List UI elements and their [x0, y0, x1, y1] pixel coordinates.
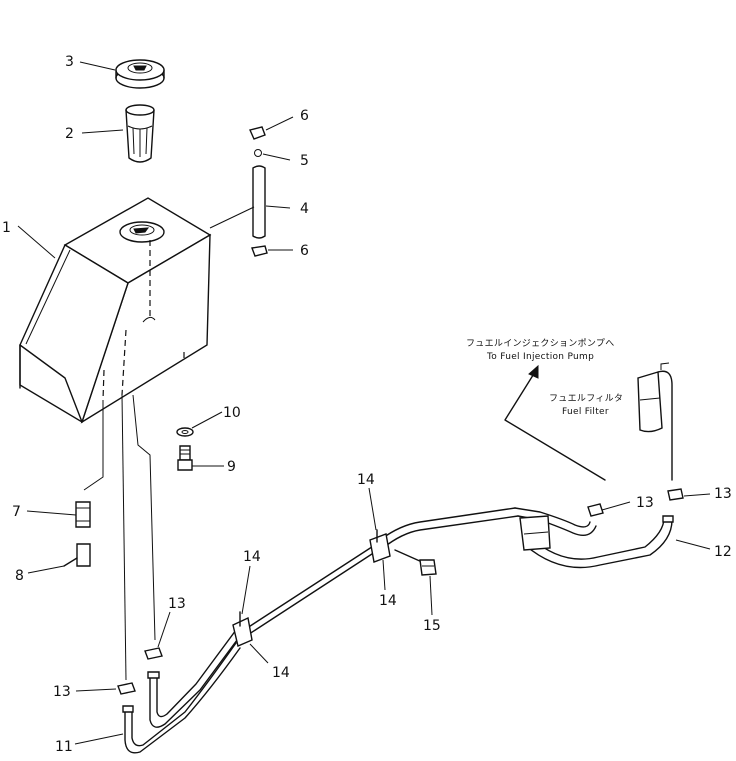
- callout-1: 1: [2, 220, 11, 236]
- fuel-hose-feed: [147, 629, 241, 728]
- injection-pump-label-en: To Fuel Injection Pump: [486, 352, 594, 362]
- injection-pump-hose: [514, 507, 597, 551]
- tank-outlet-lines: [83, 394, 156, 681]
- callout-13-upper-middle: 13: [636, 495, 654, 511]
- fuel-tank-cap: [115, 59, 165, 89]
- callout-leaders: [17, 61, 711, 745]
- main-fuel-pipe: [239, 507, 519, 641]
- connector-fitting: [75, 501, 91, 528]
- pipe-clip-upper: [369, 529, 391, 563]
- drain-bolt: [177, 445, 193, 471]
- drain-washer: [176, 427, 194, 437]
- hose-clamp-upper-middle: [587, 503, 604, 517]
- to-injection-pump-arrow: [504, 364, 606, 481]
- callout-12: 12: [714, 544, 732, 560]
- fuel-filter-label-en: Fuel Filter: [562, 407, 609, 417]
- callout-13-upper-right: 13: [714, 486, 732, 502]
- hose-clamp-upper-right: [667, 488, 684, 501]
- callout-14-lower: 14: [243, 549, 261, 565]
- callout-3: 3: [65, 54, 74, 70]
- callout-13-mid-left: 13: [168, 596, 186, 612]
- annotation-injection-pump: フュエルインジェクションポンプへ To Fuel Injection Pump: [466, 338, 615, 362]
- callout-6-top: 6: [300, 108, 309, 124]
- callout-5: 5: [300, 153, 309, 169]
- clip-bolt: [394, 549, 437, 576]
- annotation-fuel-filter: フュエルフィルタ Fuel Filter: [549, 393, 623, 417]
- fuel-strainer: [125, 104, 155, 163]
- callout-13-lower-left: 13: [53, 684, 71, 700]
- injection-pump-label-jp: フュエルインジェクションポンプへ: [466, 338, 615, 349]
- fuel-filter-label-jp: フュエルフィルタ: [549, 393, 623, 404]
- callout-15: 15: [423, 618, 441, 634]
- callout-14-upper-below: 14: [379, 593, 397, 609]
- callout-8: 8: [15, 568, 24, 584]
- fuel-hose-return: [122, 642, 241, 754]
- callout-9: 9: [227, 459, 236, 475]
- pipe-clip-lower: [232, 611, 253, 647]
- callout-10: 10: [223, 405, 241, 421]
- hose-clamp-lower-left: [117, 682, 136, 695]
- fuel-filter: [637, 362, 673, 481]
- callout-14-upper: 14: [357, 472, 375, 488]
- breather-pipe-assembly: [249, 126, 268, 257]
- filter-hose: [524, 515, 674, 569]
- hose-clamp-mid-left: [144, 647, 163, 660]
- callout-7: 7: [12, 504, 21, 520]
- elbow-fitting: [63, 543, 91, 567]
- callout-11: 11: [55, 739, 73, 755]
- callout-4: 4: [300, 201, 309, 217]
- callout-numbers: 1 2 3 4 5 6 6 7 8 9 10 11 12 13 13 13 13…: [2, 54, 732, 755]
- callout-14-lower-right: 14: [272, 665, 290, 681]
- fuel-tank: [19, 197, 212, 424]
- callout-2: 2: [65, 126, 74, 142]
- callout-6-bottom: 6: [300, 243, 309, 259]
